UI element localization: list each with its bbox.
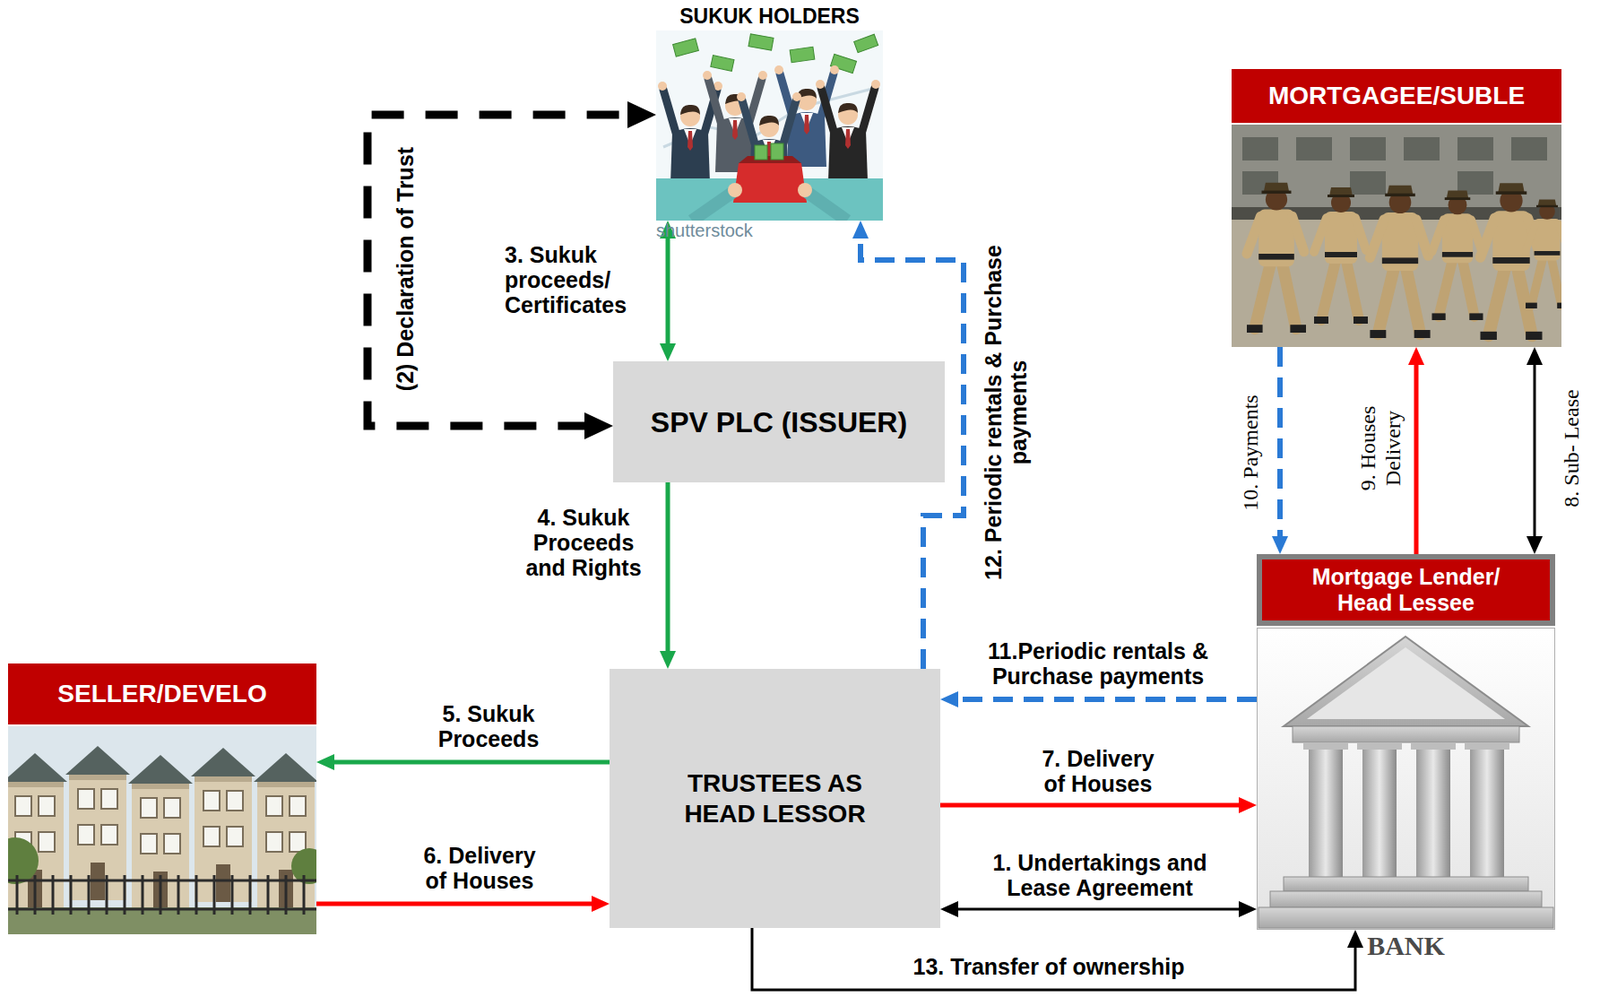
arrow-head (1408, 346, 1425, 365)
arrow-head (627, 101, 657, 129)
connector-line (316, 901, 596, 907)
flow-label: 10. Payments (1237, 363, 1263, 543)
flow-label: 8. Sub- Lease (1558, 367, 1584, 529)
flow-connector (940, 691, 1257, 708)
arrow-head (940, 900, 959, 917)
flow-label: 11.Periodic rentals & Purchase payments (963, 638, 1233, 689)
process-box: TRUSTEES AS HEAD LESSOR (609, 668, 941, 928)
watermark: shutterstock (656, 220, 809, 242)
heading-band: SELLER/DEVELO (8, 663, 317, 725)
arrow-head (1526, 346, 1543, 365)
flow-label: 5. Sukuk Proceeds (421, 700, 556, 752)
arrow-head (1526, 536, 1543, 554)
arrow-head (659, 650, 676, 669)
node-text: Mortgage Lender/ Head Lessee (1298, 563, 1514, 616)
connector-line (940, 803, 1243, 808)
party-box: SELLER/DEVELO (8, 663, 317, 935)
connector-line (665, 234, 671, 347)
connector-line (954, 696, 1257, 702)
heading-band: SUKUK HOLDERS (656, 3, 883, 29)
connector-line (1533, 361, 1537, 540)
flow-connector (752, 927, 1364, 990)
sign-text: BANK (1256, 929, 1556, 961)
arrow-head (659, 343, 676, 362)
flow-label: 9. Houses Delivery (1355, 385, 1406, 511)
arrow-head (1271, 536, 1289, 554)
flow-label: (2) Declaration of Trust (392, 107, 418, 431)
flow-connector (659, 220, 676, 362)
flow-label: 3. Sukuk proceeds/ Certificates (504, 242, 656, 318)
flow-label: 6. Delivery of Houses (416, 842, 543, 893)
heading-band: MORTGAGEE/SUBLE (1231, 69, 1562, 123)
connector-line (665, 482, 671, 655)
arrow-head (1238, 796, 1257, 813)
party-box: MORTGAGEE/SUBLE (1231, 69, 1562, 347)
party-box: SUKUK HOLDERS (656, 3, 883, 221)
bank-icon (1256, 627, 1556, 930)
flow-label: 1. Undertakings and Lease Agreement (969, 849, 1230, 900)
townhouses-photo (8, 726, 317, 935)
node-text: SPV PLC (ISSUER) (650, 405, 908, 440)
marching-officers-photo (1231, 124, 1562, 347)
arrow-head (1238, 900, 1257, 917)
investors-illustration (656, 30, 883, 221)
flow-connector (1526, 346, 1543, 554)
arrow-head (1347, 929, 1364, 948)
connector-line (954, 908, 1243, 911)
heading-band: Mortgage Lender/ Head Lessee (1256, 553, 1556, 626)
connector-line (1277, 346, 1283, 540)
arrow-head (940, 691, 959, 708)
connector-line (1414, 361, 1419, 554)
flow-connector (316, 895, 610, 912)
node-text: TRUSTEES AS HEAD LESSOR (658, 768, 892, 830)
arrow-head (316, 753, 335, 770)
flow-connector (940, 796, 1257, 813)
party-box: Mortgage Lender/ Head Lessee (1256, 553, 1556, 930)
arrow-head (852, 220, 869, 239)
node-text: SELLER/DEVELO (57, 679, 267, 709)
flow-connector (316, 753, 610, 770)
node-text: SUKUK HOLDERS (656, 3, 883, 29)
flow-connector (1408, 346, 1425, 554)
connector-line (330, 760, 610, 765)
flow-label: 4. Sukuk Proceeds and Rights (516, 504, 651, 580)
connector-line (752, 927, 1356, 990)
node-text: MORTGAGEE/SUBLE (1268, 81, 1525, 111)
process-box: SPV PLC (ISSUER) (613, 361, 945, 483)
arrow-head (584, 412, 614, 440)
arrow-head (591, 895, 610, 912)
flow-connector (940, 900, 1257, 917)
flow-label: 7. Delivery of Houses (1035, 745, 1161, 796)
flow-connector (1271, 346, 1289, 554)
flow-label: 13. Transfer of ownership (860, 953, 1237, 979)
flow-connector (659, 482, 676, 669)
flow-label: 12. Periodic rentals & Purchase payments (980, 224, 1031, 601)
